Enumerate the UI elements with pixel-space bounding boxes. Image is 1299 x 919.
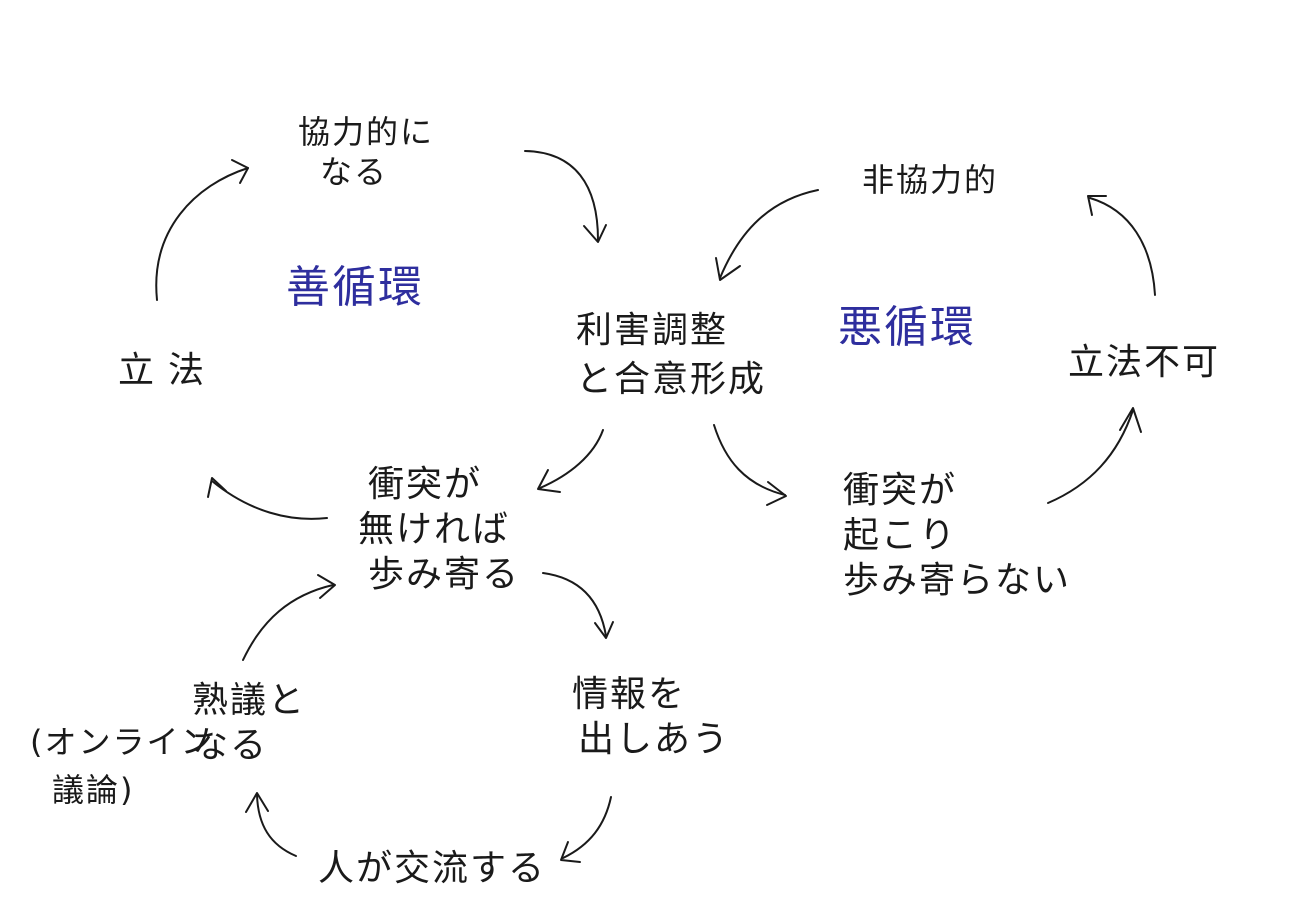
node-cooperative-line2: なる [320,153,389,191]
virtuous-cycle-title: 善循環 [286,262,424,313]
node-conflict-line2: 起こり [843,515,958,556]
node-online-note-line2: 議論) [52,771,135,809]
arrow-legislation-impossible-to-non-cooperative [1087,195,1156,296]
arrow-consensus-to-no-conflict [537,429,604,493]
node-no-conflict-line2: 無ければ [358,509,511,550]
node-legislation-impossible: 立法不可 [1068,342,1221,383]
arrow-deliberation-to-no-conflict [242,574,336,661]
node-consensus-line2: と合意形成 [576,359,767,400]
arrow-no-conflict-to-share-info [542,572,614,639]
node-share-info-line2: 出しあう [578,719,731,760]
node-deliberation: 熟議と なる [192,678,306,768]
arrow-legislation-to-cooperative [155,159,249,301]
node-no-conflict-line1: 衝突が [368,464,483,505]
arrow-cooperative-to-consensus [524,150,607,243]
arrow-conflict-to-legislation-impossible [1047,407,1142,504]
node-consensus-line1: 利害調整 [576,310,729,351]
node-legislation: 立法 [118,350,219,391]
node-share-info-line1: 情報を [572,674,687,715]
arrow-share-info-to-people-interact [560,796,612,863]
node-conflict-line3: 歩み寄らない [843,560,1072,601]
vicious-cycle-title: 悪循環 [838,302,976,353]
node-no-conflict-line3: 歩み寄る [368,554,521,595]
node-people-interact: 人が交流する [318,848,547,889]
node-online-note-line1: (オンライン [30,723,215,761]
arrow-consensus-to-conflict [713,424,787,506]
node-consensus: 利害調整 と合意形成 [576,308,766,402]
arrow-no-conflict-to-legislation [207,477,328,520]
node-non-cooperative: 非協力的 [862,161,999,199]
node-cooperative: 協力的に なる [298,112,434,192]
node-deliberation-line1: 熟議と [192,680,307,721]
node-no-conflict: 衝突が 無ければ 歩み寄る [358,462,521,597]
node-conflict: 衝突が 起こり 歩み寄らない [843,468,1071,603]
node-conflict-line1: 衝突が [843,470,958,511]
node-share-info: 情報を 出しあう [572,672,730,762]
node-deliberation-line2: なる [192,725,269,766]
node-online-note: (オンライン 議論) [30,722,215,810]
node-cooperative-line1: 協力的に [298,113,435,151]
arrow-people-interact-to-deliberation [245,792,297,857]
arrow-non-cooperative-to-consensus [715,189,819,281]
